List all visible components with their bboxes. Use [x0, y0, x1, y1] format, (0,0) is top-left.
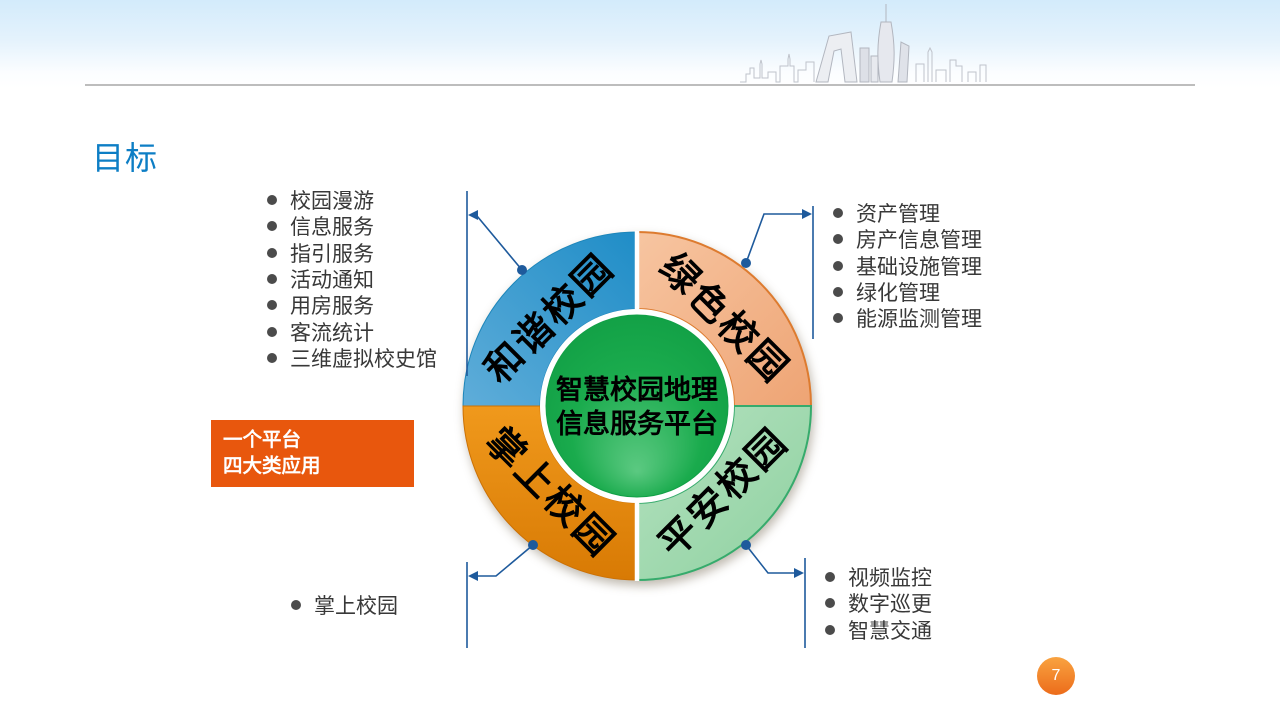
arrowhead-tl: [468, 210, 478, 220]
harmony-campus-list: 校园漫游 信息服务 指引服务 活动通知 用房服务 客流统计 三维虚拟校史馆: [267, 187, 437, 371]
safe-campus-list: 视频监控 数字巡更 智慧交通: [825, 564, 932, 643]
green-campus-list: 资产管理 房产信息管理 基础设施管理 绿化管理 能源监测管理: [833, 200, 982, 331]
list-item-label: 用房服务: [290, 295, 374, 319]
center-label-line1: 智慧校园地理: [556, 374, 718, 405]
header-divider: [85, 84, 1195, 86]
list-item-label: 信息服务: [290, 216, 374, 240]
list-item-label: 掌上校园: [314, 595, 398, 619]
bullet-icon: [833, 287, 843, 298]
list-item: 智慧交通: [825, 617, 932, 643]
list-item: 客流统计: [267, 318, 437, 345]
bullet-icon: [833, 234, 843, 245]
bullet-icon: [267, 352, 277, 363]
page-title: 目标: [92, 140, 159, 176]
mobile-campus-list: 掌上校园: [291, 592, 398, 618]
bullet-icon: [291, 600, 301, 611]
list-item: 信息服务: [267, 213, 437, 239]
page-number: 7: [1051, 667, 1061, 684]
list-item: 掌上校园: [291, 592, 398, 618]
list-item-label: 能源监测管理: [856, 308, 982, 332]
list-item-label: 三维虚拟校史馆: [290, 347, 437, 371]
list-item: 活动通知: [267, 266, 437, 292]
list-item: 校园漫游: [267, 187, 437, 213]
list-item-label: 客流统计: [290, 321, 374, 345]
list-item: 数字巡更: [825, 590, 932, 616]
list-item: 用房服务: [267, 292, 437, 318]
bullet-icon: [267, 274, 277, 285]
list-item: 绿化管理: [833, 279, 982, 305]
center-label-line2: 信息服务平台: [556, 408, 718, 439]
bullet-icon: [267, 300, 277, 311]
bullet-icon: [833, 208, 843, 219]
list-item: 基础设施管理: [833, 253, 982, 279]
list-item-label: 资产管理: [856, 203, 940, 227]
highlight-line1: 一个平台: [223, 429, 302, 451]
list-item-label: 校园漫游: [290, 190, 374, 214]
arrowhead-tr: [802, 209, 812, 219]
bullet-icon: [267, 195, 277, 206]
list-item-label: 指引服务: [290, 242, 374, 266]
page-number-badge: 7: [1037, 657, 1075, 695]
bullet-icon: [267, 221, 277, 232]
list-item-label: 基础设施管理: [856, 255, 982, 279]
list-item: 资产管理: [833, 200, 982, 226]
list-item: 能源监测管理: [833, 305, 982, 331]
header-sky-band: [0, 0, 1280, 88]
bullet-icon: [825, 572, 835, 583]
bullet-icon: [825, 598, 835, 609]
list-item: 房产信息管理: [833, 226, 982, 252]
bullet-icon: [833, 260, 843, 271]
list-item-label: 活动通知: [290, 269, 374, 293]
highlight-box: 一个平台 四大类应用: [211, 420, 414, 487]
bullet-icon: [833, 313, 843, 324]
bullet-icon: [267, 326, 277, 337]
list-item: 视频监控: [825, 564, 932, 590]
center-circle: [545, 314, 729, 498]
list-item-label: 数字巡更: [848, 593, 932, 617]
list-item-label: 视频监控: [848, 567, 932, 591]
bullet-icon: [825, 624, 835, 635]
list-item: 三维虚拟校史馆: [267, 345, 437, 371]
list-item-label: 绿化管理: [856, 282, 940, 306]
highlight-line2: 四大类应用: [223, 455, 321, 477]
campus-donut-diagram: 和谐校园 绿色校园 平安校园 掌上校园 智慧校园地理 信息服务平台: [462, 230, 813, 582]
list-item-label: 智慧交通: [848, 619, 932, 643]
list-item: 指引服务: [267, 240, 437, 266]
city-skyline-icon: [740, 2, 995, 86]
list-item-label: 房产信息管理: [856, 229, 982, 253]
bullet-icon: [267, 247, 277, 258]
